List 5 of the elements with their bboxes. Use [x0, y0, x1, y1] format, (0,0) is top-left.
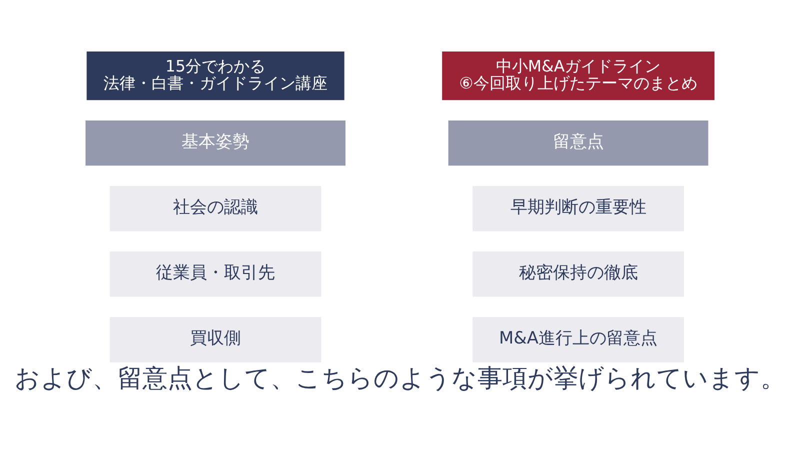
node-box: 基本姿勢: [86, 120, 346, 166]
node-box: 留意点: [448, 120, 708, 166]
caption: および、留意点として、こちらのような事項が挙げられています。: [14, 364, 786, 393]
node-box: 15分でわかる 法律・白書・ガイドライン講座: [86, 52, 344, 100]
node-box: 中小M&Aガイドライン ⑥今回取り上げたテーマのまとめ: [442, 52, 714, 100]
